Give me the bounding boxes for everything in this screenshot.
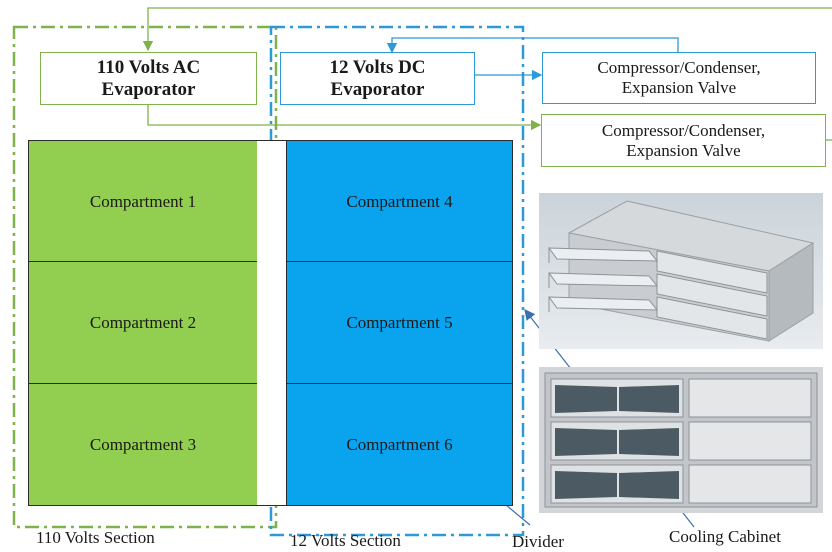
blue-return-line <box>386 37 679 54</box>
cabinet-front-drawing <box>544 372 818 508</box>
section-12-label: 12 Volts Section <box>290 531 401 550</box>
divider-panel <box>257 140 287 506</box>
compressor-ac-box: Compressor/Condenser, Expansion Valve <box>541 114 826 167</box>
cooling-cabinet-label: Cooling Cabinet <box>669 527 781 546</box>
compartment-3: Compartment 3 <box>28 383 258 506</box>
cabinet-3d-render <box>539 193 823 349</box>
ac-evaporator-box: 110 Volts AC Evaporator <box>40 52 257 105</box>
compartment-4: Compartment 4 <box>286 140 513 263</box>
cabinet-front-render <box>539 367 823 513</box>
compartment-5: Compartment 5 <box>286 261 513 385</box>
section-12-outline <box>269 25 525 537</box>
cabinet-3d-drawing <box>547 200 815 342</box>
green-return-line <box>142 7 832 52</box>
section-110-label: 110 Volts Section <box>36 528 155 547</box>
compressor-dc-box: Compressor/Condenser, Expansion Valve <box>542 52 816 104</box>
compressor-ac-label: Compressor/Condenser, Expansion Valve <box>601 120 766 160</box>
compressor-dc-label: Compressor/Condenser, Expansion Valve <box>597 58 761 97</box>
compartment-1: Compartment 1 <box>28 140 258 263</box>
divider-label: Divider <box>512 532 564 551</box>
compartment-6: Compartment 6 <box>286 383 513 506</box>
dc-evaporator-label: 12 Volts DC Evaporator <box>329 56 426 100</box>
compartment-2: Compartment 2 <box>28 261 258 385</box>
section-110-outline <box>12 25 278 529</box>
dc-evaporator-box: 12 Volts DC Evaporator <box>280 52 475 105</box>
green-supply-line <box>147 103 542 131</box>
ac-evaporator-label: 110 Volts AC Evaporator <box>96 56 201 100</box>
